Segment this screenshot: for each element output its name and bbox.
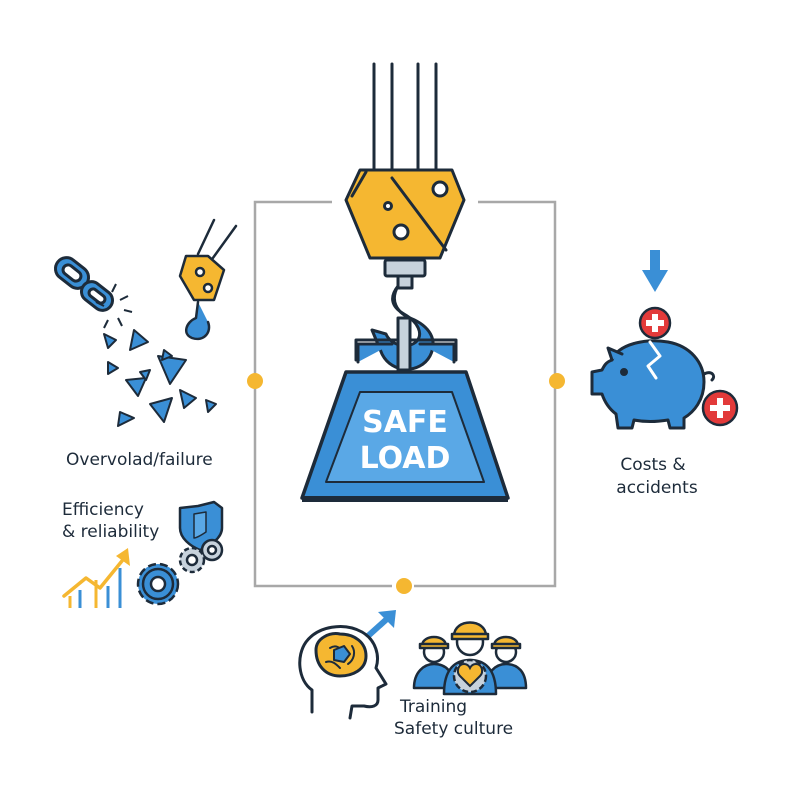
costs-label-line1: Costs & (620, 455, 685, 475)
training-label-line1: Training (399, 697, 467, 717)
heart-icon (452, 658, 488, 694)
shield-gear-icon (178, 500, 224, 562)
debris-fragments (103, 329, 217, 427)
connector-dot-right (549, 373, 565, 389)
broken-chain-icon (53, 256, 133, 329)
brain-head-icon (298, 625, 388, 720)
up-arrow-icon (365, 610, 396, 639)
piggy-bank-icon (590, 339, 716, 430)
weight-label-line1: SAFE (362, 405, 448, 440)
rising-chart-icon (62, 548, 130, 608)
small-crane-hook-icon (178, 218, 238, 341)
weight-icon: SAFE LOAD (300, 370, 510, 502)
connector-dot-left (247, 373, 263, 389)
plus-badge-icon-lower (701, 389, 739, 427)
connector-frame (253, 200, 557, 588)
efficiency-label-line2: & reliability (62, 522, 159, 542)
plus-badge-icon (638, 306, 672, 340)
costs-label-line2: accidents (616, 478, 698, 498)
weight-label-line2: LOAD (360, 441, 451, 476)
connector-dot-bottom (396, 578, 412, 594)
crane-hook-icon (344, 62, 466, 372)
training-label-line2: Safety culture (394, 719, 513, 739)
efficiency-label-line1: Efficiency (62, 500, 144, 520)
overload-label: Overvolad/failure (66, 450, 213, 470)
down-arrow-icon (642, 250, 668, 292)
gears-icon (136, 546, 206, 606)
